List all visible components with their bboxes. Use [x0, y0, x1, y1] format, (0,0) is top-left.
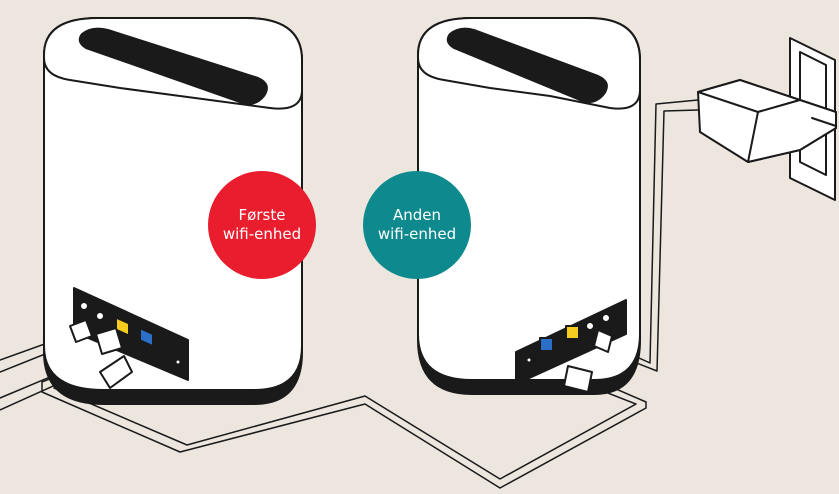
second-device-label-line2: wifi-enhed	[378, 225, 456, 244]
first-device-label-line1: Første	[239, 206, 286, 225]
first-device-badge: Første wifi-enhed	[208, 171, 316, 279]
second-device-badge: Anden wifi-enhed	[363, 171, 471, 279]
first-device-label-line2: wifi-enhed	[223, 225, 301, 244]
second-device-label-line1: Anden	[393, 206, 441, 225]
